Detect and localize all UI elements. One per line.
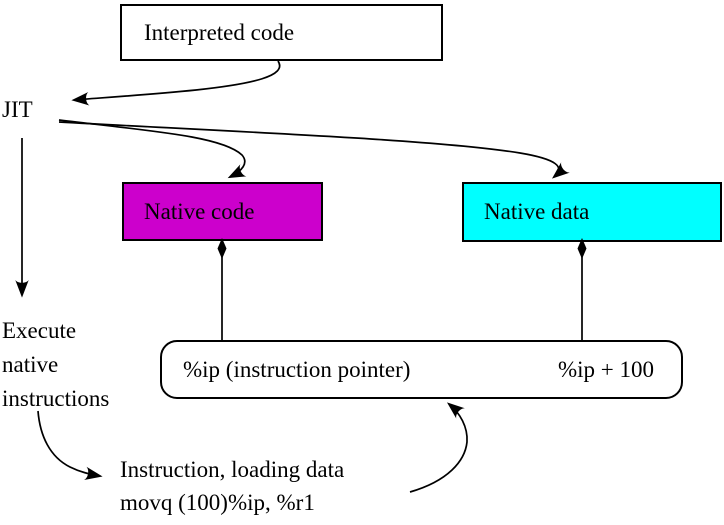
diamond-arrow-native-code <box>217 238 227 259</box>
instruction-pointer-box: %ip (instruction pointer) %ip + 100 <box>160 340 683 399</box>
arrow-jit-to-native-code <box>58 119 247 179</box>
ip-label: %ip (instruction pointer) <box>183 356 411 382</box>
native-data-box: Native data <box>462 182 722 242</box>
instruction-caption: Instruction, loading data movq (100)%ip,… <box>120 453 344 519</box>
interpreted-code-label: Interpreted code <box>144 19 295 45</box>
native-code-label: Native code <box>144 198 255 224</box>
arrow-interpreted-to-jit <box>71 60 281 106</box>
execute-line-1: Execute <box>2 318 77 343</box>
native-data-label: Native data <box>484 199 590 224</box>
arrow-jit-to-native-data <box>58 121 570 179</box>
instruction-caption-line-2: movq (100)%ip, %r1 <box>120 490 315 515</box>
execute-line-3: instructions <box>2 386 110 411</box>
execute-native-instructions-label: Execute native instructions <box>2 314 109 416</box>
arrow-execute-to-instruction <box>37 410 103 480</box>
arrow-instruction-to-pointer <box>409 402 468 493</box>
native-code-box: Native code <box>122 182 323 241</box>
execute-line-2: native <box>2 352 59 377</box>
ip-plus-100-label: %ip + 100 <box>557 356 654 382</box>
interpreted-code-box: Interpreted code <box>120 4 443 61</box>
instruction-caption-line-1: Instruction, loading data <box>120 457 345 482</box>
jit-label: JIT <box>2 97 33 122</box>
